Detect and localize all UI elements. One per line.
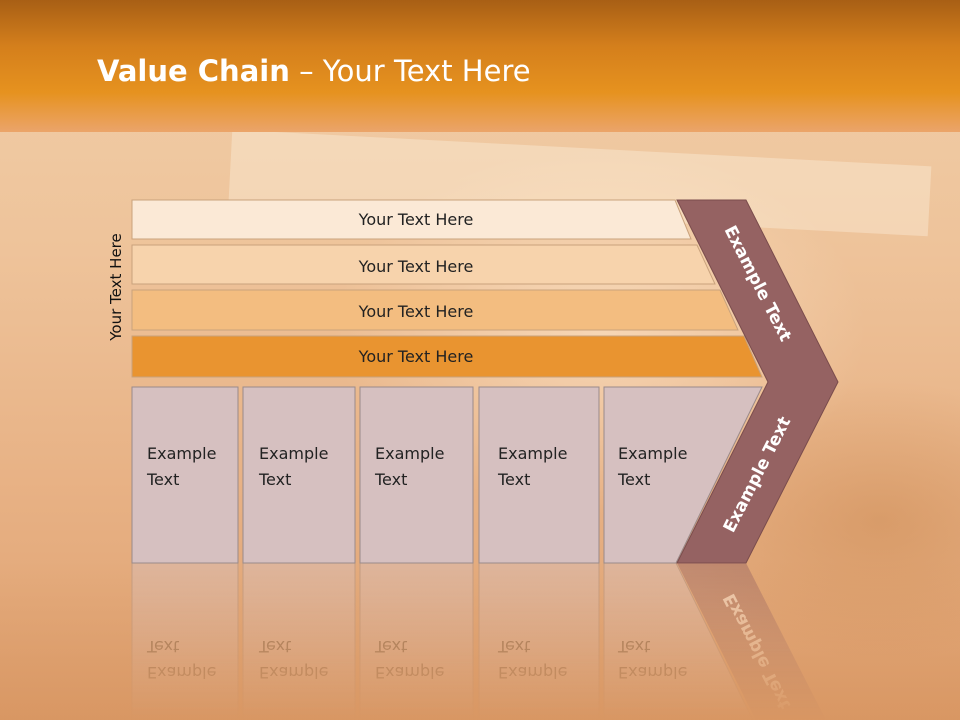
box-4-line2: Text <box>497 470 530 489</box>
box-4-line1: Example <box>498 444 567 463</box>
box-2-line2: Text <box>258 470 291 489</box>
reflection-box-5-line2: Text <box>617 637 650 656</box>
box-5[interactable]: Example Text <box>603 386 763 564</box>
title-bold: Value Chain <box>97 54 290 88</box>
diagram-main: Your Text Here Your Text Here Your Text … <box>131 199 839 564</box>
box-3-line2: Text <box>374 470 407 489</box>
reflection-box-2-line2: Text <box>258 637 291 656</box>
bar-1-label: Your Text Here <box>358 210 474 229</box>
reflection-box-3-line1: Example <box>375 663 444 682</box>
box-1-line1: Example <box>147 444 216 463</box>
reflection-box-4-line2: Text <box>497 637 530 656</box>
bar-3[interactable]: Your Text Here <box>131 289 739 331</box>
bar-4[interactable]: Your Text Here <box>131 335 763 378</box>
box-3[interactable]: Example Text <box>359 386 474 564</box>
box-1-line2: Text <box>146 470 179 489</box>
header-band <box>0 0 960 132</box>
box-4[interactable]: Example Text <box>478 386 600 564</box>
bar-1[interactable]: Your Text Here <box>131 199 692 240</box>
title-rest: – Your Text Here <box>289 54 531 88</box>
box-5-line2: Text <box>617 470 650 489</box>
reflection-box-1-line1: Example <box>147 663 216 682</box>
diagram-reflection: Example Text Example Text Example Text E… <box>131 562 826 720</box>
bar-2-label: Your Text Here <box>358 257 474 276</box>
box-2[interactable]: Example Text <box>242 386 356 564</box>
reflection-box-4-line1: Example <box>498 663 567 682</box>
bar-2[interactable]: Your Text Here <box>131 244 716 285</box>
reflection-box-3-line2: Text <box>374 637 407 656</box>
slide-title: Value Chain – Your Text Here <box>97 54 531 88</box>
box-3-line1: Example <box>375 444 444 463</box>
reflection-box-5-line1: Example <box>618 663 687 682</box>
reflection-box-1-line2: Text <box>146 637 179 656</box>
reflection-box-2-line1: Example <box>259 663 328 682</box>
bar-3-label: Your Text Here <box>358 302 474 321</box>
box-2-line1: Example <box>259 444 328 463</box>
box-1[interactable]: Example Text <box>131 386 239 564</box>
box-5-line1: Example <box>618 444 687 463</box>
bar-4-label: Your Text Here <box>358 347 474 366</box>
